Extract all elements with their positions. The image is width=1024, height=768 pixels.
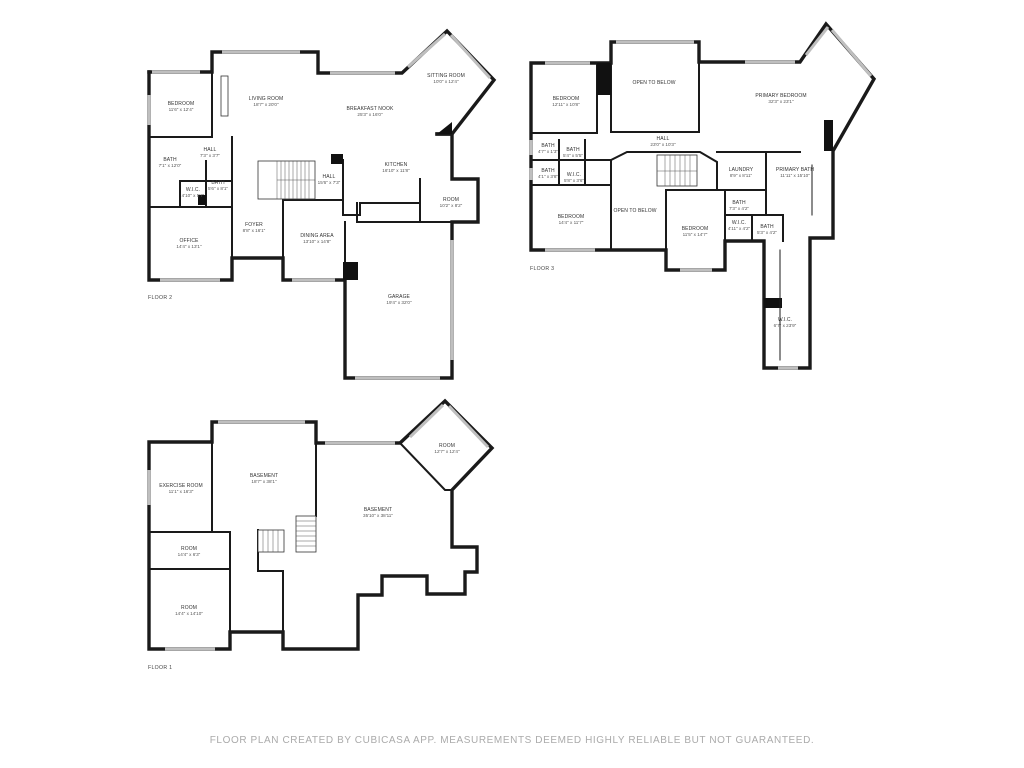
room-name: BATH (163, 157, 177, 163)
room-dimensions: 5'3" x 4'2" (757, 230, 777, 235)
room-dimensions: 32'3" x 23'1" (768, 99, 794, 104)
room-dimensions: 12'7" x 12'4" (434, 449, 460, 454)
room-name: W.I.C. (732, 220, 746, 226)
room-dimensions: 13'10" x 14'8" (303, 239, 331, 244)
room-name: BATH (541, 143, 555, 149)
room-name: LIVING ROOM (249, 96, 283, 102)
room-dimensions: 11'6" x 12'4" (169, 107, 194, 112)
room-dimensions: 4'1" x 3'8" (538, 174, 558, 179)
room-dimensions: 7'3" x 3'7" (200, 153, 220, 158)
room-dimensions: 18'7" x 38'1" (251, 479, 277, 484)
room-dimensions: 11'11" x 15'10" (780, 173, 810, 178)
room-dimensions: 4'10" x 5'7" (182, 193, 205, 198)
room-name: BASEMENT (250, 473, 278, 479)
room-name: GARAGE (388, 294, 411, 300)
room-name: HALL (657, 136, 670, 142)
room-name: W.I.C. (778, 317, 792, 323)
room-dimensions: 6'7" x 23'9" (774, 323, 797, 328)
room-name: SITTING ROOM (427, 73, 465, 79)
room-dimensions: 16'10" x 11'8" (382, 168, 410, 173)
room-name: BEDROOM (168, 101, 195, 107)
floor-3-plan: BEDROOM 12'11" x 10'8" OPEN TO BELOW PRI… (529, 21, 877, 370)
floor-2-stairs (257, 160, 316, 200)
room-name: PRIMARY BEDROOM (755, 93, 806, 99)
room-dimensions: 14'4" x 13'1" (176, 244, 202, 249)
room-name: FOYER (245, 222, 263, 228)
floor-3-stairs (656, 154, 698, 187)
room-dimensions: 10'0" x 12'4" (433, 79, 459, 84)
floor-1-stairs (257, 515, 317, 553)
room-name: BREAKFAST NOOK (347, 106, 394, 112)
room-dimensions: 18'7" x 20'0" (253, 102, 279, 107)
room-dimensions: 12'11" x 10'8" (552, 102, 580, 107)
disclaimer-footer: FLOOR PLAN CREATED BY CUBICASA APP. MEAS… (209, 735, 815, 746)
room-name: OPEN TO BELOW (613, 208, 656, 214)
room-dimensions: 14'4" x 11'7" (559, 220, 584, 225)
room-dimensions: 8'8" x 16'1" (243, 228, 266, 233)
room-name: ROOM (439, 443, 455, 449)
room-name: ROOM (181, 546, 197, 552)
room-dimensions: 7'1" x 12'0" (159, 163, 182, 168)
room-name: DINING AREA (300, 233, 334, 239)
room-dimensions: 10'2" x 8'2" (440, 203, 463, 208)
room-name: KITCHEN (385, 162, 408, 168)
floor-label: FLOOR 1 (148, 665, 172, 671)
room-name: HALL (204, 147, 217, 153)
room-name: BEDROOM (553, 96, 580, 102)
room-name: W.I.C. (567, 172, 581, 178)
room-dimensions: 35'10" x 38'11" (363, 513, 393, 518)
floor-label: FLOOR 2 (148, 295, 172, 301)
room-name: PRIMARY BATH (776, 167, 814, 173)
room-dimensions: 5'4" x 5'5" (563, 153, 583, 158)
floor-2-plan: BEDROOM 11'6" x 12'4" LIVING ROOM 18'7" … (147, 28, 497, 380)
room-name: BATH (566, 147, 580, 153)
room-name: ROOM (181, 605, 197, 611)
room-name: LAUNDRY (729, 167, 754, 173)
floor-1-plan: EXERCISE ROOM 11'1" x 16'3" BASEMENT 18'… (147, 398, 495, 671)
room-dimensions: 25'3" x 16'0" (357, 112, 383, 117)
room-dimensions: 15'6" x 7'3" (318, 180, 341, 185)
room-name: BEDROOM (558, 214, 585, 220)
room-dimensions: 5'6" x 8'1" (208, 186, 228, 191)
room-dimensions: 14'4" x 14'10" (175, 611, 203, 616)
room-dimensions: 5'8" x 3'6" (564, 178, 584, 183)
room-name: BASEMENT (364, 507, 392, 513)
room-name: OPEN TO BELOW (632, 80, 675, 86)
room-name: BATH (732, 200, 746, 206)
room-dimensions: 19'4" x 32'0" (386, 300, 412, 305)
room-name: BATH (211, 180, 225, 186)
room-name: HALL (323, 174, 336, 180)
room-dimensions: 23'0" x 10'3" (650, 142, 676, 147)
room-name: EXERCISE ROOM (159, 483, 203, 489)
room-name: OFFICE (180, 238, 199, 244)
room-name: BEDROOM (682, 226, 709, 232)
floor-label: FLOOR 3 (530, 266, 554, 272)
room-dimensions: 14'4" x 6'3" (178, 552, 201, 557)
room-dimensions: 4'7" x 1'3" (538, 149, 558, 154)
room-dimensions: 4'11" x 4'2" (728, 226, 751, 231)
room-name: BATH (541, 168, 555, 174)
room-dimensions: 11'5" x 14'7" (683, 232, 708, 237)
room-dimensions: 7'3" x 4'2" (729, 206, 749, 211)
room-name: BATH (760, 224, 774, 230)
room-dimensions: 8'9" x 8'11" (730, 173, 753, 178)
room-name: ROOM (443, 197, 459, 203)
room-name: W.I.C. (186, 187, 200, 193)
room-dimensions: 11'1" x 16'3" (169, 489, 194, 494)
